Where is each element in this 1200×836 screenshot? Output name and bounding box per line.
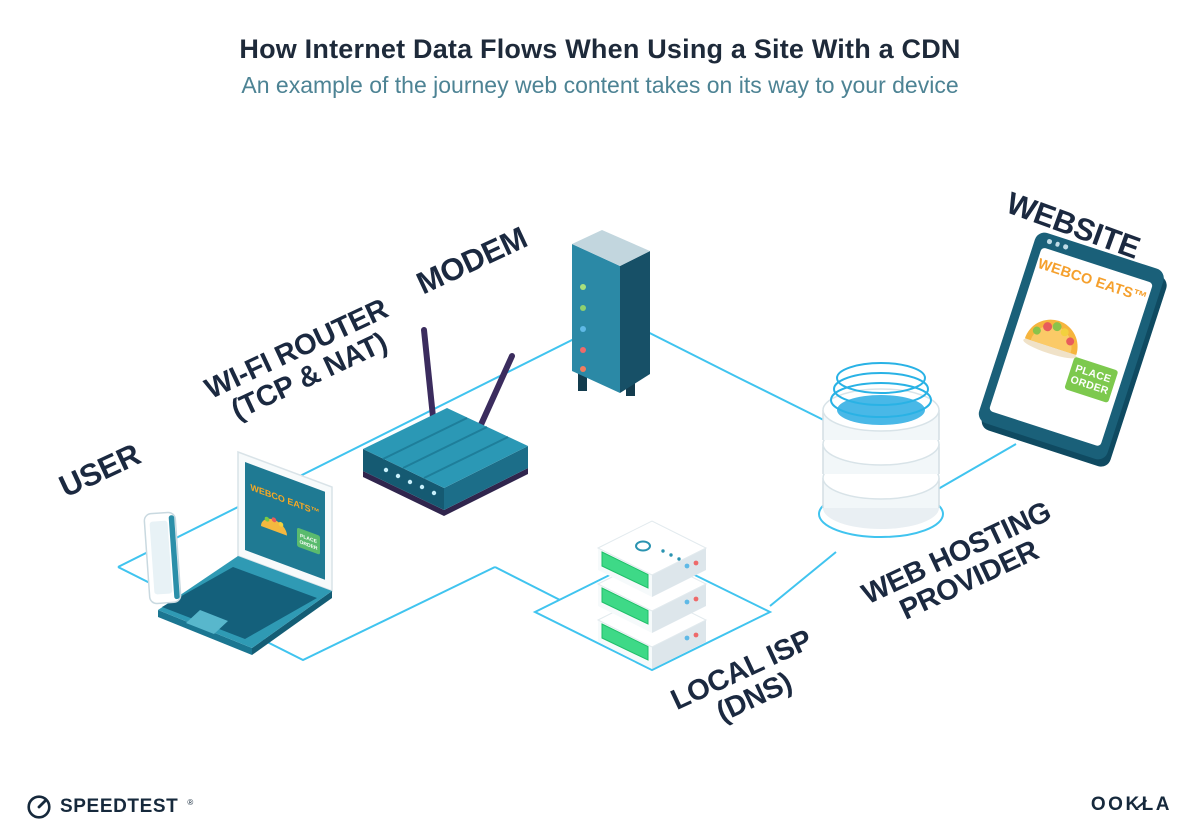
slab1-top-face [596, 520, 708, 576]
database-stack-illustration [822, 362, 940, 529]
router-illustration [363, 327, 528, 516]
laptop-taco-icon [261, 518, 287, 536]
taco-topping-5 [1066, 337, 1075, 346]
ookla-logo: OOKLA [1091, 794, 1172, 816]
db-water-surface [837, 395, 925, 425]
slab3-red-led [693, 632, 699, 638]
modem-led-1 [580, 284, 586, 290]
connection-line-hosting-website [925, 443, 1017, 497]
server-slab-top [596, 520, 708, 597]
server-dot-3 [677, 557, 681, 561]
server-power-ring-icon [635, 540, 651, 552]
router-status-leds [383, 467, 437, 496]
router-front-left-face [363, 449, 444, 510]
modem-led-3 [580, 326, 586, 332]
connection-line-isp-hosting [769, 551, 837, 607]
taco-topping-3 [1052, 322, 1062, 332]
connection-line-user-isp [494, 566, 561, 601]
speedtest-logo: SPEEDTEST ® [26, 794, 193, 820]
modem-led-2 [580, 305, 586, 311]
router-led-1 [383, 467, 389, 473]
window-dot-1-icon [1046, 238, 1053, 245]
laptop-trackpad [186, 610, 228, 634]
laptop-screen [245, 462, 325, 580]
slab1-led-panel [601, 551, 649, 589]
page-subtitle: An example of the journey web content ta… [241, 72, 959, 98]
router-led-4 [419, 484, 425, 490]
phone-illustration [143, 511, 182, 605]
taco-plate [1023, 338, 1077, 359]
website-window: WEBCO EATS™ PLACE ORDER [976, 230, 1167, 462]
laptop-screen-content: WEBCO EATS™ PLACE ORDER [245, 462, 325, 580]
laptop-taco-topping-1 [264, 516, 270, 522]
taco-topping-4 [1060, 328, 1069, 337]
slab3-blue-led [684, 635, 690, 641]
header: How Internet Data Flows When Using a Sit… [0, 34, 1200, 99]
router-top-grooves [382, 417, 509, 479]
taco-topping-2 [1043, 322, 1053, 332]
modem-illustration [572, 230, 650, 396]
laptop-deck-right-edge [252, 591, 332, 655]
db-ring-2 [833, 372, 929, 406]
laptop-illustration: WEBCO EATS™ PLACE ORDER [158, 450, 333, 655]
taco-topping-1 [1032, 326, 1041, 335]
modem-top-face [572, 230, 650, 266]
router-led-3 [407, 479, 413, 485]
slab1-red-led [693, 560, 699, 566]
modem-foot-right [626, 380, 635, 396]
window-dot-3-icon [1062, 243, 1069, 250]
server-dot-2 [669, 553, 673, 557]
speedtest-trademark: ® [187, 797, 194, 807]
slab2-blue-led [684, 599, 690, 605]
modem-foot-left [578, 373, 587, 391]
modem-front-face [572, 244, 620, 393]
router-led-2 [395, 473, 401, 479]
slab2-right-face [652, 584, 706, 633]
laptop-taco-topping-3 [278, 521, 284, 527]
taco-icon [1023, 319, 1078, 359]
place-order-button: PLACE ORDER [1064, 356, 1119, 404]
db-ring-3 [836, 362, 926, 394]
modem-led-4 [580, 347, 586, 353]
db-cyl2-edges [822, 444, 940, 474]
slab1-blue-led [684, 563, 690, 569]
gauge-circle [27, 795, 51, 819]
gauge-needle [37, 799, 47, 809]
speedtest-gauge-icon [27, 795, 51, 819]
window-dot-2-icon [1054, 241, 1061, 247]
modem-led-5 [580, 366, 586, 372]
slab1-right-face [652, 548, 706, 597]
db-cyl1-edges [822, 410, 940, 440]
slab3-right-face [652, 620, 706, 669]
router-base-strip [363, 468, 528, 516]
speedtest-wordmark: SPEEDTEST [60, 796, 179, 817]
router-led-5 [431, 490, 437, 496]
modem-status-leds [580, 284, 586, 372]
slab2-red-led [693, 596, 699, 602]
slab2-led-panel [601, 587, 649, 625]
connection-line-user-modem-hosting [117, 315, 879, 568]
isp-server-stack-illustration [596, 520, 708, 669]
router-front-right-face [444, 446, 528, 510]
db-ring-1 [830, 382, 932, 418]
db-cyl3-edges [822, 478, 940, 508]
phone-side-edge [168, 515, 180, 600]
ookla-wordmark: OOKLA [1090, 794, 1172, 815]
laptop-order-button [297, 527, 320, 555]
website-screen: WEBCO EATS™ PLACE ORDER [988, 247, 1154, 447]
slab3-led-panel [601, 623, 649, 661]
phone-screen [149, 520, 173, 595]
laptop-taco-topping-2 [271, 517, 277, 523]
modem-right-face [620, 251, 650, 393]
page-title: How Internet Data Flows When Using a Sit… [239, 34, 961, 64]
server-dot-1 [661, 549, 665, 553]
laptop-deck-front-edge [158, 610, 252, 655]
